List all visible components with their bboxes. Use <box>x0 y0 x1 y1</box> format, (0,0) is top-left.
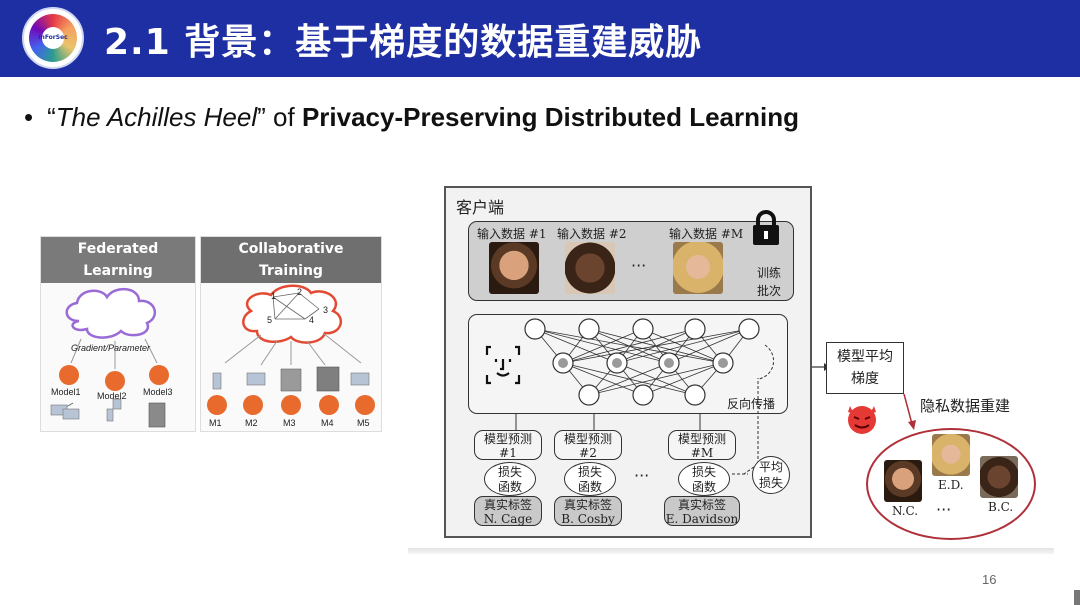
logo-text: InForSec <box>38 27 68 49</box>
recon-name-nc: N.C. <box>892 504 919 518</box>
bullet-dot: • <box>24 102 34 132</box>
average-loss-node: 平均 损失 <box>752 456 790 494</box>
ground-truth-label-m: 真实标签 E. Davidson <box>664 496 740 526</box>
m2-node-icon <box>243 395 263 415</box>
recon-name-bc: B.C. <box>988 500 1014 514</box>
loss-ellipsis: ··· <box>634 466 650 485</box>
m5-label: M5 <box>357 418 370 428</box>
loss-function-m: 损失 函数 <box>678 462 730 496</box>
ground-truth-label-1: 真实标签 N. Cage <box>474 496 542 526</box>
collaborative-diagram <box>212 284 370 392</box>
training-batch-label: 训练 批次 <box>756 266 781 298</box>
input-m-label: 输入数据 #M <box>669 227 744 241</box>
distributed-learning-figure: Federated Learning Gradient/Parameter Mo… <box>40 236 382 432</box>
model3-node-icon <box>149 365 169 385</box>
bullet-point: •“The Achilles Heel” of Privacy-Preservi… <box>24 102 799 132</box>
face-image-2 <box>565 242 615 294</box>
reconstructed-face-nc <box>884 460 922 502</box>
recon-name-ed: E.D. <box>938 478 964 492</box>
bullet-bold: Privacy-Preserving Distributed Learning <box>301 102 799 132</box>
bullet-italic: The Achilles Heel <box>55 102 258 132</box>
prediction-box-m: 模型预测 #M <box>668 430 736 460</box>
reconstructed-data-ellipse: N.C. E.D. B.C. ··· <box>866 428 1036 540</box>
figure-shadow-line <box>408 548 1054 554</box>
recon-ellipsis: ··· <box>936 500 952 519</box>
loss-function-1: 损失 函数 <box>484 462 536 496</box>
federated-learning-panel: Federated Learning Gradient/Parameter Mo… <box>40 236 196 432</box>
input-1-label: 输入数据 #1 <box>477 227 547 241</box>
input-2-label: 输入数据 #2 <box>557 227 627 241</box>
prediction-box-1: 模型预测 #1 <box>474 430 542 460</box>
collaborative-training-panel: Collaborative Training <box>200 236 382 432</box>
node-2-label: 2 <box>297 287 303 297</box>
m1-node-icon <box>207 395 227 415</box>
model1-label: Model1 <box>51 387 81 397</box>
model1-node-icon <box>59 365 79 385</box>
m2-label: M2 <box>245 418 258 428</box>
gradient-leakage-figure: 客户端 输入数据 #1 输入数据 #2 输入数据 #M ··· 训练 批次 <box>444 186 812 538</box>
face-image-1 <box>489 242 539 294</box>
collaborative-header: Collaborative Training <box>201 237 381 283</box>
training-batch-box: 输入数据 #1 输入数据 #2 输入数据 #M ··· 训练 批次 <box>468 210 794 301</box>
neural-network-box: 反向传播 <box>468 314 788 414</box>
average-gradient-box: 模型平均 梯度 <box>826 342 904 394</box>
backprop-label: 反向传播 <box>727 397 776 411</box>
m3-node-icon <box>281 395 301 415</box>
m1-label: M1 <box>209 418 222 428</box>
scrollbar-thumb[interactable] <box>1074 590 1080 605</box>
node-5-label: 5 <box>267 315 273 325</box>
loss-function-2: 损失 函数 <box>564 462 616 496</box>
federated-diagram <box>50 288 166 428</box>
prediction-box-2: 模型预测 #2 <box>554 430 622 460</box>
slide-title: 2.1 背景：基于梯度的数据重建威胁 <box>104 22 703 63</box>
model2-node-icon <box>105 371 125 391</box>
page-number: 16 <box>982 572 997 587</box>
model2-label: Model2 <box>97 391 127 401</box>
reconstructed-face-ed <box>932 434 970 476</box>
title-bar: InForSec 2.1 背景：基于梯度的数据重建威胁 <box>0 0 1080 77</box>
model3-label: Model3 <box>143 387 173 397</box>
reconstructed-face-bc <box>980 456 1018 498</box>
inforsec-logo: InForSec <box>22 7 84 69</box>
ground-truth-label-2: 真实标签 B. Cosby <box>554 496 622 526</box>
node-4-label: 4 <box>309 315 315 325</box>
neural-network-diagram <box>485 318 774 406</box>
face-image-m <box>673 242 723 294</box>
m4-label: M4 <box>321 418 334 428</box>
federated-header: Federated Learning <box>41 237 195 283</box>
input-ellipsis: ··· <box>631 256 647 275</box>
m5-node-icon <box>355 395 375 415</box>
gradient-parameter-label: Gradient/Parameter <box>71 343 151 353</box>
m4-node-icon <box>319 395 339 415</box>
node-1-label: 1 <box>271 291 277 301</box>
client-label: 客户端 <box>456 198 505 217</box>
m3-label: M3 <box>283 418 296 428</box>
lock-icon <box>753 210 779 245</box>
reconstruction-label: 隐私数据重建 <box>920 397 1011 415</box>
node-3-label: 3 <box>323 305 329 315</box>
attacker-devil-icon <box>848 406 876 434</box>
